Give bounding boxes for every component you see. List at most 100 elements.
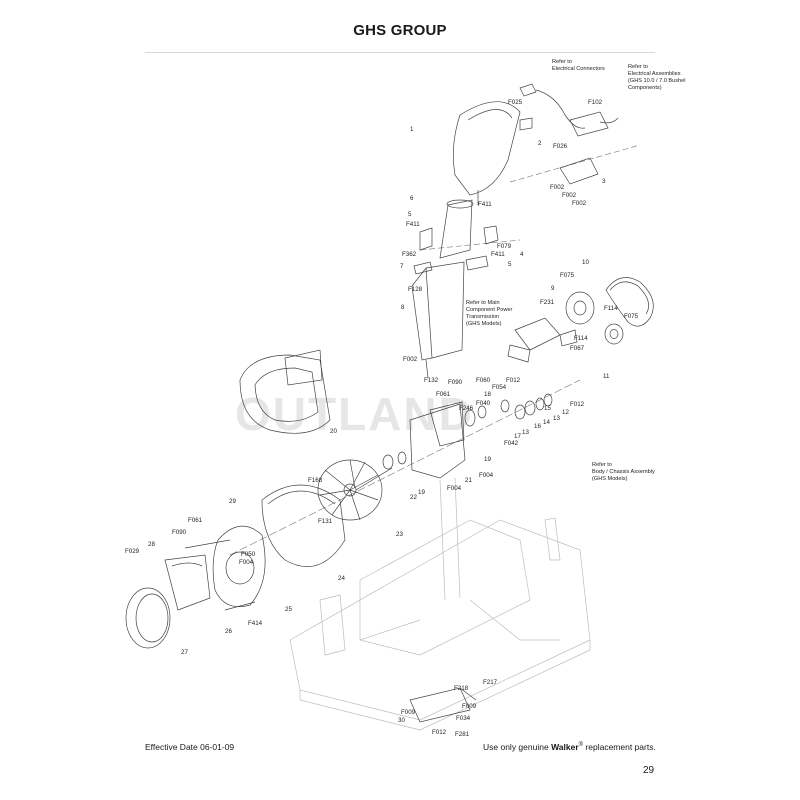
registered-mark: ® — [578, 742, 584, 749]
callout-F218: F218 — [454, 685, 469, 692]
callout-F217: F217 — [483, 679, 498, 686]
part-callouts: F025 F102 F026 F002 F002 F002 1 2 3 F411… — [125, 99, 639, 738]
callout-F168: F168 — [308, 477, 323, 484]
callout-F060: F060 — [476, 377, 491, 384]
callout-14: 14 — [543, 419, 550, 426]
callout-F114-a: F114 — [604, 305, 618, 312]
callout-F004-a: F004 — [479, 472, 494, 479]
callout-12: 12 — [562, 409, 569, 416]
callout-F002-a: F002 — [550, 184, 565, 191]
brand-name: Walker — [551, 742, 579, 752]
callout-5-b: 5 — [508, 261, 512, 268]
drawing-lines — [125, 83, 654, 731]
callout-19-b: 19 — [418, 489, 425, 496]
ref-main-component-line3: Transmission — [466, 314, 499, 320]
genuine-parts-notice: Use only genuine Walker® replacement par… — [483, 742, 656, 752]
callout-F004-b: F004 — [447, 485, 462, 492]
callout-19-a: 19 — [484, 456, 491, 463]
callout-15: 15 — [544, 405, 551, 412]
callout-F128: F128 — [408, 286, 423, 293]
callout-8: 8 — [401, 304, 405, 311]
callout-30: 30 — [398, 717, 405, 724]
ref-body-chassis-line3: (GHS Models) — [592, 476, 628, 482]
callout-F114-b: F114 — [574, 335, 588, 342]
ref-electrical-assemblies-line1: Refer to — [628, 64, 648, 70]
callout-F079: F079 — [497, 243, 512, 250]
effective-date: Effective Date 06-01-09 — [145, 742, 235, 752]
callout-F411-b: F411 — [406, 221, 420, 228]
ref-electrical-connectors-line2: Electrical Connectors — [552, 66, 605, 72]
callout-28: 28 — [148, 541, 155, 548]
callout-10: 10 — [582, 259, 589, 266]
callout-F054: F054 — [492, 384, 507, 391]
callout-6: 6 — [410, 195, 414, 202]
callout-F067: F067 — [570, 345, 585, 352]
callout-F061-b: F061 — [188, 517, 203, 524]
callout-21: 21 — [465, 477, 472, 484]
callout-27: 27 — [181, 649, 188, 656]
genuine-prefix: Use only genuine — [483, 742, 549, 752]
ref-electrical-assemblies-line3: (GHS 10.0 / 7.0 Bushel — [628, 78, 686, 84]
callout-F231: F231 — [540, 299, 555, 306]
ref-main-component-line1: Refer to Main — [466, 300, 500, 306]
callout-29: 29 — [229, 498, 236, 505]
callout-F102: F102 — [588, 99, 603, 106]
callout-1: 1 — [410, 126, 414, 133]
page-title: GHS GROUP — [353, 22, 447, 39]
ref-electrical-assemblies-line2: Electrical Assemblies — [628, 71, 681, 77]
callout-13-b: 13 — [522, 429, 529, 436]
ref-electrical-connectors-line1: Refer to — [552, 59, 572, 65]
callout-18: 18 — [484, 391, 491, 398]
callout-22: 22 — [410, 494, 417, 501]
callout-16: 16 — [534, 423, 541, 430]
callout-F009-b: F009 — [401, 709, 416, 716]
callout-F075-b: F075 — [624, 313, 639, 320]
callout-F026: F026 — [553, 143, 568, 150]
callout-F090-b: F090 — [172, 529, 187, 536]
callout-26: 26 — [225, 628, 232, 635]
callout-F012-a: F012 — [506, 377, 521, 384]
callout-25: 25 — [285, 606, 292, 613]
callout-F002-c: F002 — [572, 200, 587, 207]
callout-F061-a: F061 — [436, 391, 451, 398]
callout-F025: F025 — [508, 99, 523, 106]
callout-F002-d: F002 — [403, 356, 418, 363]
ref-electrical-assemblies-line4: Components) — [628, 85, 662, 91]
callout-F362: F362 — [402, 251, 417, 258]
callout-5-a: 5 — [408, 211, 412, 218]
callout-7: 7 — [400, 263, 404, 270]
callout-F414: F414 — [248, 620, 263, 627]
callout-F042: F042 — [504, 440, 519, 447]
callout-17: 17 — [514, 433, 521, 440]
callout-F029: F029 — [125, 548, 140, 555]
callout-23: 23 — [396, 531, 403, 538]
callout-F034: F034 — [456, 715, 471, 722]
callout-F009-a: F009 — [462, 703, 477, 710]
ref-body-chassis-line2: Body / Chassis Assembly — [592, 469, 655, 475]
callout-F012-b: F012 — [570, 401, 585, 408]
callout-24: 24 — [338, 575, 345, 582]
callout-F090-a: F090 — [448, 379, 463, 386]
ref-body-chassis-line1: Refer to — [592, 462, 612, 468]
callout-F132: F132 — [424, 377, 439, 384]
callout-F131: F131 — [318, 518, 333, 525]
callout-F050: F050 — [241, 551, 256, 558]
callout-2: 2 — [538, 140, 542, 147]
reference-notes: Refer to Electrical Connectors Refer to … — [466, 59, 686, 482]
callout-4: 4 — [520, 251, 524, 258]
page-number: 29 — [643, 765, 655, 776]
ref-main-component-line4: (GHS Models) — [466, 321, 502, 327]
callout-F012-c: F012 — [432, 729, 447, 736]
callout-F004-c: F004 — [239, 559, 254, 566]
callout-F411-c: F411 — [491, 251, 505, 258]
callout-F411-a: F411 — [478, 201, 492, 208]
ref-main-component-line2: Component Power — [466, 307, 512, 313]
callout-13-a: 13 — [553, 415, 560, 422]
callout-F002-b: F002 — [562, 192, 577, 199]
callout-F246: F246 — [459, 405, 474, 412]
callout-F281: F281 — [455, 731, 470, 738]
genuine-suffix: replacement parts. — [585, 742, 656, 752]
callout-3: 3 — [602, 178, 606, 185]
callout-F040: F040 — [476, 400, 491, 407]
